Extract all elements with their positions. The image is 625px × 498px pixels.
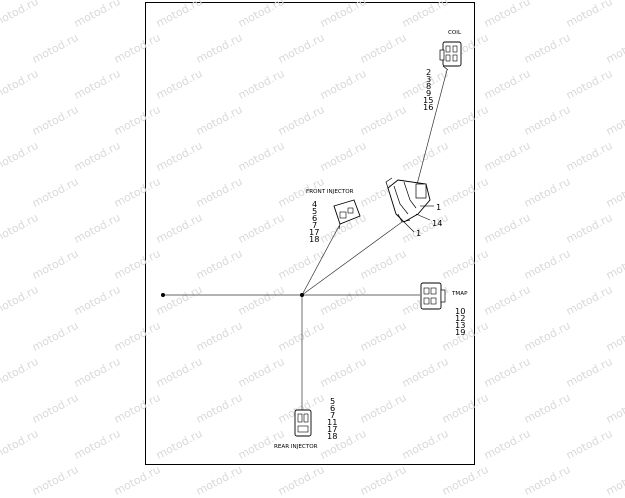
coil-pin: 9: [426, 88, 431, 98]
front-injector-pin: 4: [312, 199, 317, 209]
watermark-text: motod.ru: [193, 462, 245, 498]
tmap-pin: 13: [455, 320, 465, 330]
bracket-callout: 1: [416, 228, 421, 238]
front-injector-pin: 17: [309, 227, 319, 237]
wire-to-bracket: [301, 221, 403, 296]
ground-bracket-connector: [385, 177, 434, 233]
coil-pin: 3: [426, 74, 431, 84]
watermark-text: motod.ru: [29, 462, 81, 498]
watermark-text: motod.ru: [603, 462, 625, 498]
rear-injector-pin: 17: [327, 424, 337, 434]
rear-injector-pin: 6: [330, 403, 335, 413]
junction-dot-center: [300, 293, 304, 297]
wiring-diagram: COIL 2 3 8 9 15 16 1 14 1 FRONT INJECTOR…: [161, 30, 468, 450]
rear-injector-pin: 7: [330, 410, 335, 420]
rear-injector-pin: 18: [327, 431, 337, 441]
front-injector-pin: 5: [312, 206, 317, 216]
tmap-pin-list: 10 12 13 19: [455, 306, 465, 337]
tmap-pin: 10: [455, 306, 465, 316]
coil-pin: 16: [423, 102, 433, 112]
front-injector-pin: 7: [312, 220, 317, 230]
coil-pin: 8: [426, 81, 431, 91]
coil-pin: 15: [423, 95, 433, 105]
bracket-callout: 1: [436, 202, 441, 212]
rear-injector-pin-list: 5 6 7 11 17 18: [327, 396, 337, 441]
coil-label: COIL: [448, 30, 462, 36]
front-injector-pin: 18: [309, 234, 319, 244]
diagram-frame: [145, 2, 475, 465]
front-injector-pin: 6: [312, 213, 317, 223]
watermark-text: motod.ru: [357, 462, 409, 498]
tmap-connector: [420, 282, 446, 310]
coil-pin-list: 2 3 8 9 15 16: [423, 67, 433, 112]
rear-injector-label: REAR INJECTOR: [274, 444, 318, 450]
coil-pin: 2: [426, 67, 431, 77]
bracket-callout: 14: [432, 218, 442, 228]
watermark-text: motod.ru: [275, 462, 327, 498]
rear-injector-connector: [294, 409, 312, 437]
watermark-text: motod.ru: [439, 462, 491, 498]
rear-injector-pin: 11: [327, 417, 337, 427]
watermark-text: motod.ru: [111, 462, 163, 498]
tmap-pin: 19: [455, 327, 465, 337]
coil-connector: [439, 41, 462, 71]
junction-dot-left: [161, 293, 165, 297]
wire-to-coil: [413, 69, 448, 197]
wire-to-front-injector: [301, 225, 340, 296]
front-injector-pin-list: 4 5 6 7 17 18: [309, 199, 319, 244]
rear-injector-pin: 5: [330, 396, 335, 406]
front-injector-label: FRONT INJECTOR: [306, 189, 354, 195]
tmap-pin: 12: [455, 313, 465, 323]
front-injector-connector: [333, 199, 361, 230]
watermark-text: motod.ru: [521, 462, 573, 498]
tmap-label: TMAP: [451, 291, 468, 297]
